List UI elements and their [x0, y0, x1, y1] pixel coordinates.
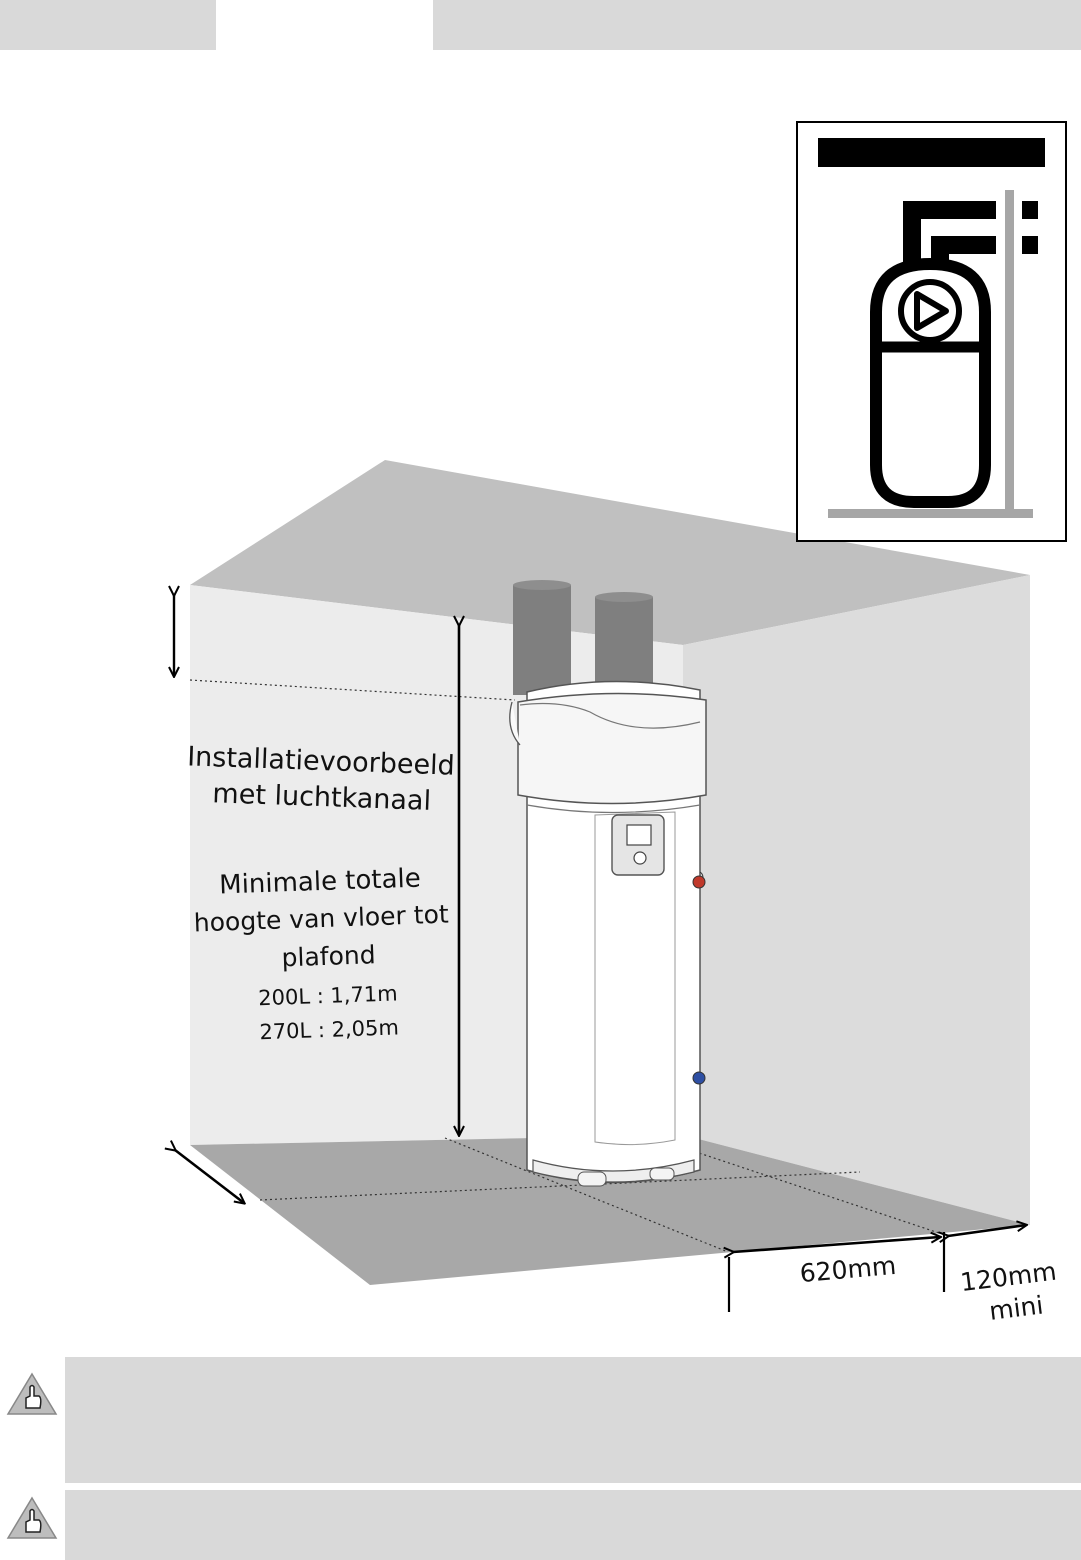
header-band-right: [433, 0, 1081, 50]
hot-water-outlet: [692, 875, 706, 889]
min-height-line-3: plafond: [281, 940, 376, 972]
title-line-2: met luchtkanaal: [212, 778, 432, 817]
ceiling: [190, 460, 1030, 645]
clearance-120mm-label: 120mm: [959, 1257, 1058, 1298]
clearance-120mm-arrow: [948, 1225, 1026, 1236]
cold-water-inlet: [692, 1071, 706, 1085]
air-duct-right: [595, 597, 653, 692]
depth-620mm-label: 620mm: [799, 1251, 898, 1288]
note-box-1: [65, 1357, 1081, 1483]
pointing-hand-icon-2: [6, 1496, 58, 1539]
header-band-left: [0, 0, 216, 50]
installation-diagram: Installatievoorbeeld met luchtkanaal Min…: [0, 121, 1067, 1326]
height-200l: 200L : 1,71m: [258, 981, 398, 1010]
heat-pump-water-heater: [509, 680, 707, 1187]
depth-620mm-arrow: [733, 1237, 940, 1252]
right-wall: [683, 575, 1030, 1225]
control-knob: [633, 851, 647, 865]
ducted-heat-pump-icon: [796, 121, 1067, 542]
floor: [190, 1135, 1030, 1285]
min-height-line-1: Minimale totale: [219, 864, 421, 901]
clearance-mini-label: mini: [988, 1290, 1045, 1325]
display-screen: [626, 824, 652, 846]
side-clearance-arrow: [175, 1150, 244, 1203]
height-270l: 270L : 2,05m: [259, 1015, 399, 1044]
air-duct-left: [513, 585, 571, 695]
note-box-2: [65, 1490, 1081, 1560]
pointing-hand-icon: [6, 1372, 58, 1415]
